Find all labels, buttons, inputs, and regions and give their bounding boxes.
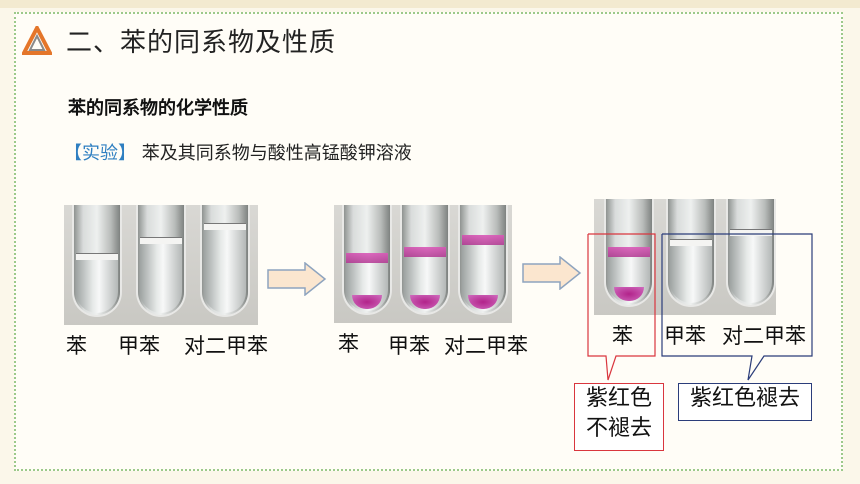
page-title: 二、苯的同系物及性质 (66, 28, 337, 58)
right-arrow-icon (522, 256, 582, 290)
section-subtitle: 苯的同系物的化学性质 (68, 98, 248, 119)
top-bar (0, 0, 860, 8)
logo-icon (22, 26, 52, 55)
label-p-xylene: 对二甲苯 (184, 334, 268, 358)
test-tube (136, 205, 186, 317)
test-tube (200, 205, 250, 317)
test-tube (400, 205, 450, 315)
photo-panel-3 (594, 199, 776, 315)
experiment-text: 苯及其同系物与酸性高锰酸钾溶液 (141, 143, 412, 164)
label-benzene: 苯 (612, 324, 633, 348)
label-benzene: 苯 (66, 334, 87, 358)
label-benzene: 苯 (338, 332, 359, 356)
label-toluene: 甲苯 (388, 334, 430, 358)
label-toluene: 甲苯 (118, 334, 160, 358)
benzene-result-line2: 不褪去 (585, 416, 652, 441)
photo-panel-1 (64, 205, 258, 325)
test-tube (342, 205, 392, 315)
experiment-line: 【实验】 苯及其同系物与酸性高锰酸钾溶液 (64, 139, 412, 165)
label-p-xylene: 对二甲苯 (444, 334, 528, 358)
test-tube (666, 199, 716, 307)
benzene-result-line1: 紫红色 (585, 386, 652, 411)
benzene-result-box: 紫红色 不褪去 (574, 383, 664, 451)
right-arrow-icon (267, 262, 327, 296)
homologs-result-box: 紫红色褪去 (678, 383, 812, 421)
label-p-xylene: 对二甲苯 (722, 324, 806, 348)
label-toluene: 甲苯 (664, 324, 706, 348)
test-tube (72, 205, 122, 317)
test-tube (604, 199, 654, 307)
test-tube (726, 199, 776, 307)
homologs-result-text: 紫红色褪去 (689, 386, 800, 411)
experiment-tag: 【实验】 (64, 143, 136, 164)
benzene-callout (587, 233, 656, 381)
photo-panel-2 (334, 205, 512, 323)
homologs-callout (661, 233, 813, 381)
test-tube (458, 205, 508, 315)
